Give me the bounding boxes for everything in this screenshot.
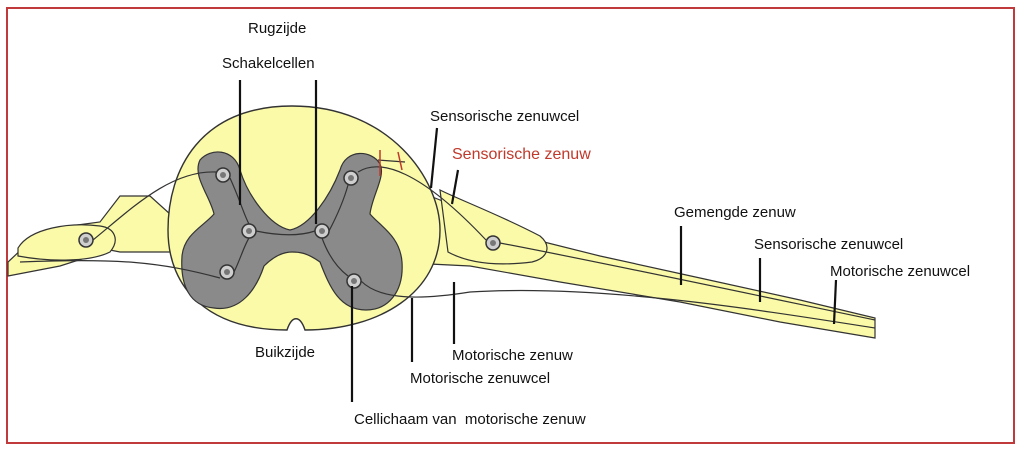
diagram-frame [6,7,1015,444]
label-sensorische-zenuw: Sensorische zenuw [452,146,591,163]
label-motorische-zenuwcel-right: Motorische zenuwcel [830,263,970,280]
label-sensorische-zenuwcel-right: Sensorische zenuwcel [754,236,903,253]
label-cellichaam: Cellichaam van motorische zenuw [354,411,586,428]
left-ganglion [17,224,116,261]
label-gemengde-zenuw: Gemengde zenuw [674,204,796,221]
pointer-lines [238,80,838,402]
right-ganglion [439,188,548,265]
grey-matter [181,151,403,311]
label-motorische-zenuw: Motorische zenuw [452,347,573,364]
label-rugzijde: Rugzijde [248,20,306,37]
label-buikzijde: Buikzijde [255,344,315,361]
label-schakelcellen: Schakelcellen [222,55,315,72]
label-sensorische-zenuwcel-top: Sensorische zenuwcel [430,108,579,125]
label-motorische-zenuwcel-bottom: Motorische zenuwcel [410,370,550,387]
